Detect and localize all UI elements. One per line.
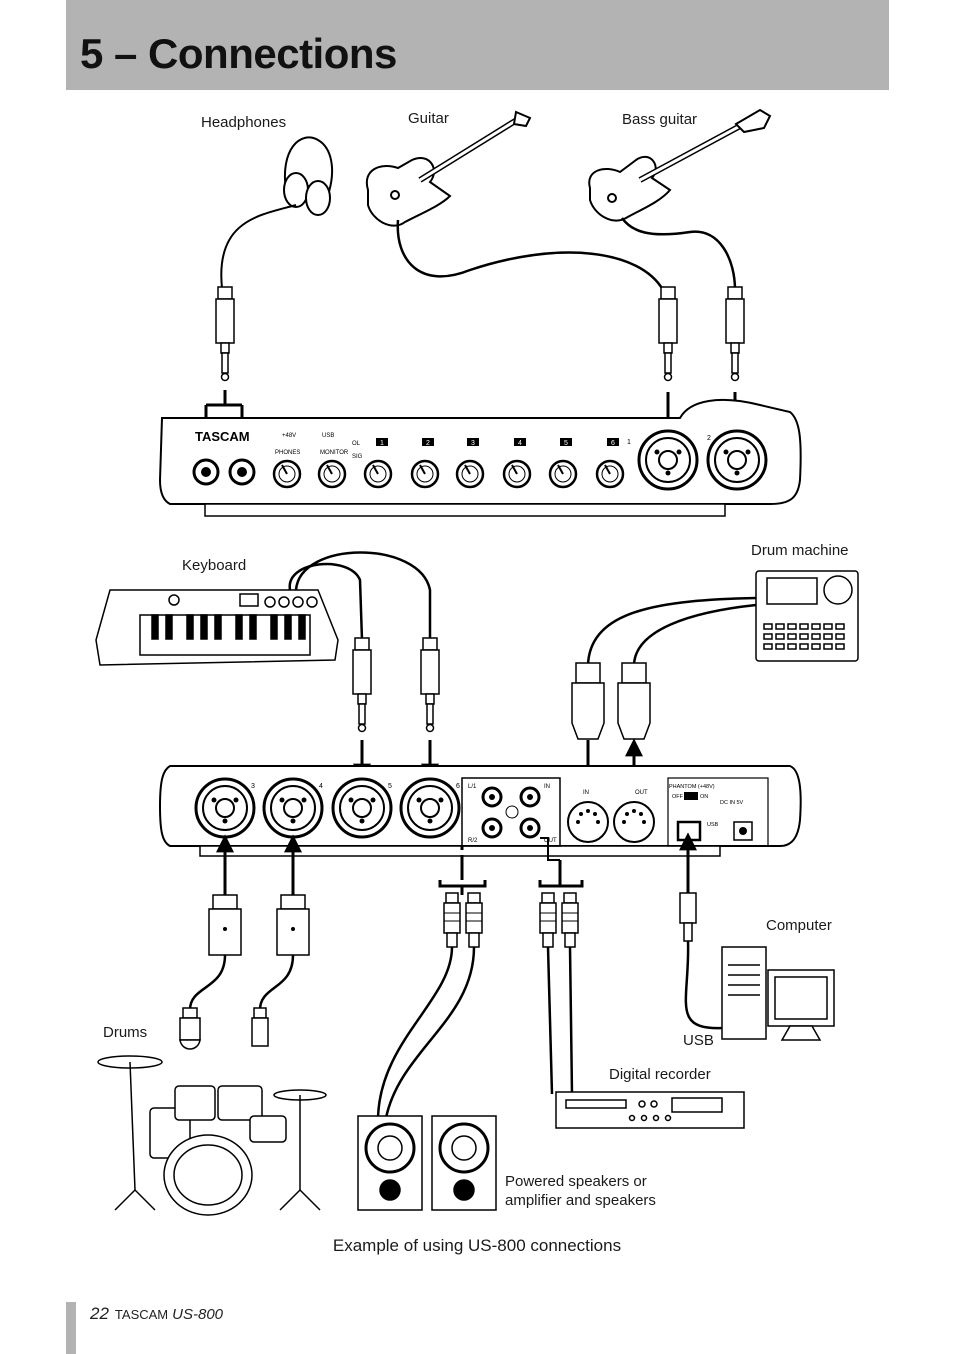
header-bar — [66, 0, 889, 90]
rear-dc-in-label: DC IN 5V — [720, 800, 744, 806]
computer-icon — [721, 946, 835, 1041]
footer-model: US-800 — [172, 1306, 223, 1323]
rca-plug-digital-2 — [561, 892, 579, 948]
speakers-label-line1: Powered speakers or — [505, 1173, 647, 1190]
headphone-plug — [215, 286, 235, 382]
drum-machine-label: Drum machine — [751, 542, 849, 559]
figure-caption: Example of using US-800 connections — [332, 1236, 622, 1255]
guitar-icon — [365, 110, 532, 227]
usb-label: USB — [683, 1032, 714, 1049]
rear-midi-out-label: OUT — [635, 790, 648, 796]
rca-plug-digital-1 — [539, 892, 557, 948]
rca-plug-right — [465, 892, 483, 948]
front-brand-label: TASCAM — [195, 429, 250, 444]
front-ch-1: 1 — [380, 440, 384, 447]
rear-input-6-label: 6 — [456, 783, 460, 790]
speakers-label-line2: amplifier and speakers — [505, 1192, 656, 1209]
midi-plug-in — [571, 662, 605, 740]
keyboard-plug-right — [420, 637, 440, 733]
front-48v-label: +48V — [282, 433, 296, 439]
front-ch-3: 3 — [471, 440, 475, 447]
guitar-plug — [658, 286, 678, 382]
rear-off-label: OFF — [672, 794, 684, 800]
rear-line-l-label: L/1 — [468, 784, 477, 790]
guitar-label: Guitar — [408, 110, 449, 127]
headphones-label: Headphones — [201, 114, 287, 131]
keyboard-icon — [95, 589, 339, 666]
rear-input-3-label: 3 — [251, 783, 255, 790]
front-sig-label: SIG — [352, 454, 363, 460]
speakers-icon — [357, 1115, 497, 1211]
front-ch-2: 2 — [426, 440, 430, 447]
rear-midi-in-label: IN — [583, 790, 589, 796]
bass-guitar-label: Bass guitar — [622, 111, 698, 128]
phantom-switch[interactable] — [684, 792, 698, 800]
front-input-1-label: 1 — [627, 439, 631, 446]
rear-input-5-label: 5 — [388, 783, 392, 790]
bass-guitar-icon — [588, 108, 772, 222]
rear-input-4-label: 4 — [319, 783, 323, 790]
bass-guitar-plug — [725, 286, 745, 382]
rear-digital-in-label: IN — [544, 784, 550, 790]
headphones-icon — [220, 136, 334, 289]
front-monitor-label: MONITOR — [320, 450, 349, 456]
front-ol-label: OL — [352, 441, 361, 447]
drum-kit-icon — [97, 1055, 327, 1216]
drum-mic-plug-right — [276, 894, 310, 956]
keyboard-plug-left — [352, 637, 372, 733]
rear-on-label: ON — [700, 794, 708, 800]
rear-usb-label: USB — [707, 822, 719, 828]
rca-plug-left — [443, 892, 461, 948]
rear-phantom-label: PHANTOM (+48V) — [669, 784, 715, 790]
digital-recorder-icon — [555, 1091, 745, 1129]
front-phones-label: PHONES — [275, 450, 300, 456]
front-usb-label: USB — [322, 433, 334, 439]
drum-machine-icon — [755, 570, 859, 662]
front-ch-4: 4 — [518, 440, 522, 447]
front-input-2-label: 2 — [707, 435, 711, 442]
microphone-icon — [179, 1007, 269, 1050]
computer-label: Computer — [766, 917, 832, 934]
midi-plug-out — [617, 662, 651, 740]
rear-line-r-label: R/2 — [468, 838, 478, 844]
keyboard-label: Keyboard — [182, 557, 247, 574]
page-title: 5 – Connections — [80, 30, 397, 77]
us800-rear-panel: 3 4 5 6 L/1 R/2 IN OUT IN OUT PHANTOM (+… — [158, 765, 802, 857]
drum-mic-plug-left — [208, 894, 242, 956]
us800-front-panel: TASCAM +48V USB PHONES MONITOR 1 2 3 4 5… — [158, 398, 802, 517]
page-number: 22 — [90, 1304, 109, 1323]
front-ch-5: 5 — [564, 440, 568, 447]
rear-digital-out-label: OUT — [544, 838, 557, 844]
footer-brand: TASCAM — [114, 1307, 169, 1322]
drums-label: Drums — [103, 1024, 148, 1041]
footer-bar — [66, 1302, 76, 1354]
front-ch-6: 6 — [611, 440, 615, 447]
digital-recorder-label: Digital recorder — [609, 1066, 711, 1083]
